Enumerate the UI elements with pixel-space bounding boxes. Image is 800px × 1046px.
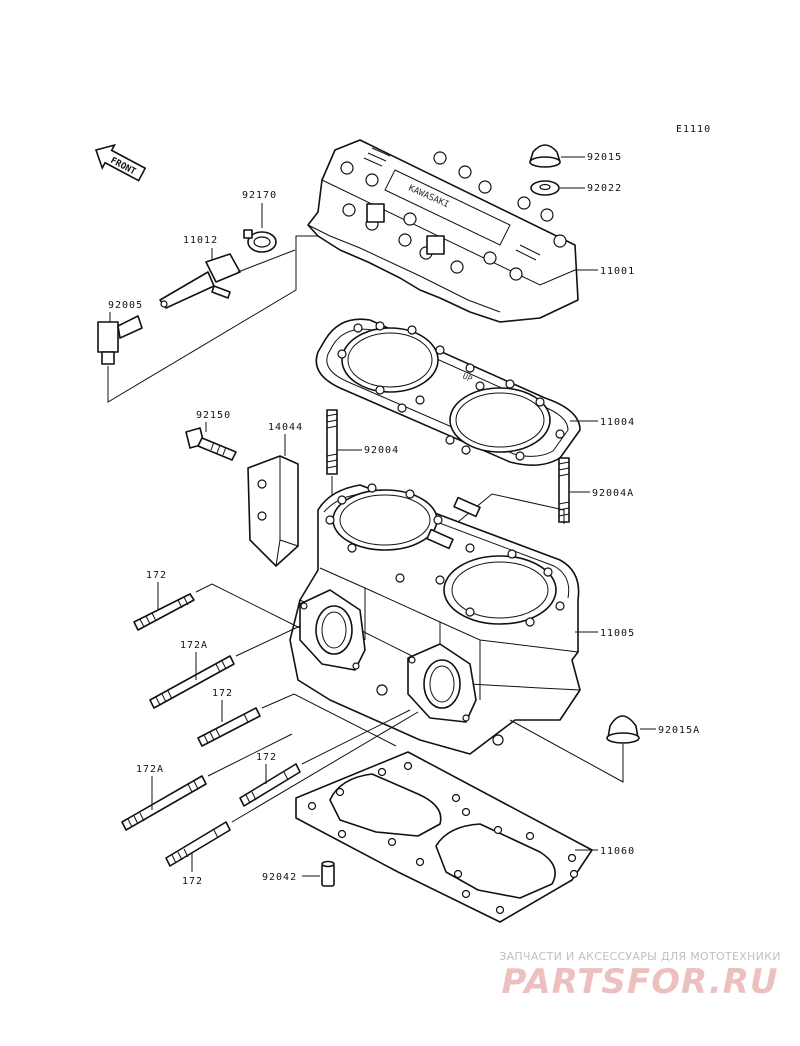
label-172-d: 172 [182,876,203,887]
washer-92022 [530,180,560,196]
label-172-a: 172 [146,570,167,581]
bracket-14044 [247,455,299,567]
label-92042: 92042 [262,872,297,883]
label-11012: 11012 [183,235,218,246]
label-92015: 92015 [587,152,622,163]
stud-172A-b [121,775,207,831]
stud-172-d [165,821,231,867]
dowel-92042 [321,860,335,887]
label-11004: 11004 [600,417,635,428]
label-92004: 92004 [364,445,399,456]
label-11005: 11005 [600,628,635,639]
cap-nut-92015 [529,144,561,168]
label-92170: 92170 [242,190,277,201]
cylinder-head: KAWASAKI [307,139,579,323]
label-14044: 14044 [268,422,303,433]
label-92004A: 92004A [592,488,634,499]
diagram-code: E1110 [676,124,711,135]
stud-172-b [197,707,261,747]
stud-92004 [326,409,338,475]
label-172-c: 172 [256,752,277,763]
front-arrow-icon: FRONT [94,143,147,182]
label-172A-b: 172A [136,764,164,775]
stud-172-a [133,593,195,631]
stud-172A-a [149,655,235,709]
label-11001: 11001 [600,266,635,277]
svg-text:UP: UP [461,372,474,384]
label-92150: 92150 [196,410,231,421]
fitting-11012 [159,253,241,309]
label-172-b: 172 [212,688,233,699]
elbow-92005 [97,315,143,365]
base-gasket-11060 [295,751,593,923]
label-11060: 11060 [600,846,635,857]
watermark-tagline: ЗАПЧАСТИ И АКСЕССУАРЫ ДЛЯ МОТОТЕХНИКИ [499,950,781,963]
cylinder-11005 [289,483,581,755]
label-92015A: 92015A [658,725,700,736]
stud-172-c [239,763,301,807]
watermark-logo: PARTSFOR.RU [501,962,779,1002]
head-gasket-11004: UP [315,318,581,466]
cap-nut-92015A [606,715,640,744]
label-172A-a: 172A [180,640,208,651]
label-92022: 92022 [587,183,622,194]
label-92005: 92005 [108,300,143,311]
clamp-92170 [243,229,277,253]
bolt-92150 [185,427,237,461]
